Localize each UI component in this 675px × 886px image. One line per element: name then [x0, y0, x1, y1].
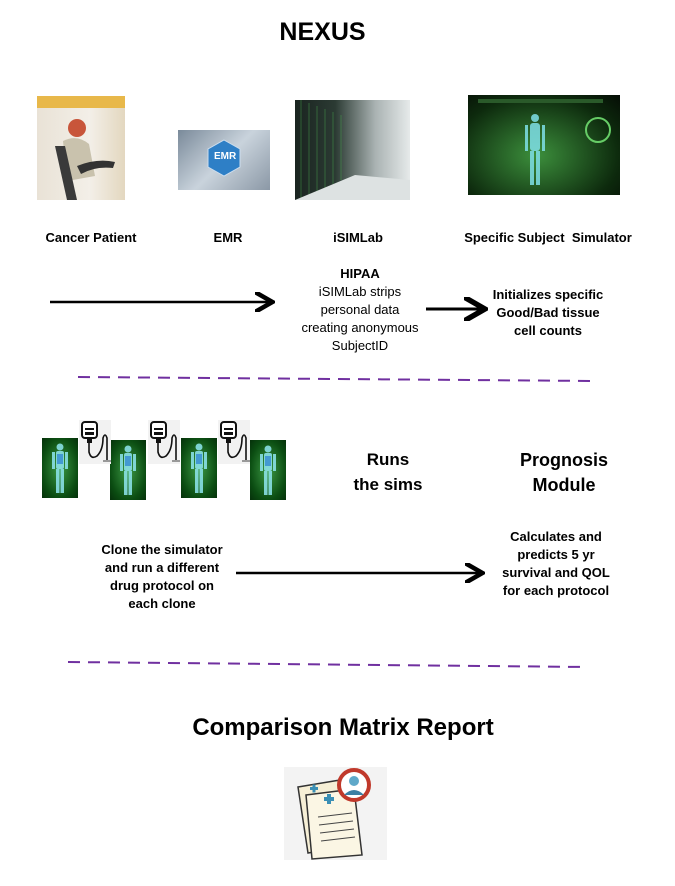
initializes-text: Initializes specific Good/Bad tissue cel…: [493, 286, 604, 340]
hipaa-text: HIPAA iSIMLab strips personal data creat…: [301, 265, 418, 355]
calculates-line: for each protocol: [502, 583, 610, 598]
isimlab-server-image: [295, 100, 410, 200]
prognosis-line: Prognosis: [519, 450, 609, 470]
hipaa-line: iSIMLab strips: [318, 284, 402, 299]
calculates-line: survival and QOL: [502, 565, 610, 580]
clone-body-image: [110, 440, 146, 500]
label-cancer-patient: Cancer Patient: [45, 230, 137, 245]
iv-bag-icon: [218, 420, 250, 471]
runs-sims-text: Runs the sims: [354, 447, 423, 497]
title: NEXUS: [0, 18, 645, 47]
initializes-line: Initializes specific: [492, 287, 604, 302]
clone-line: Clone the simulator: [101, 542, 223, 557]
calculates-line: predicts 5 yr: [517, 547, 595, 562]
label-emr: EMR: [213, 230, 243, 245]
label-isimlab: iSIMLab: [333, 230, 383, 245]
initializes-line: Good/Bad tissue: [496, 305, 600, 320]
emr-badge: EMR: [214, 151, 237, 162]
divider-2: [67, 661, 588, 668]
hipaa-line: creating anonymous: [301, 320, 419, 335]
calculates-line: Calculates and: [510, 529, 602, 544]
divider-1: [77, 376, 598, 382]
runs-line: Runs: [366, 450, 410, 469]
initializes-line: cell counts: [514, 323, 582, 338]
emr-image: EMR: [178, 130, 270, 190]
clone-line: drug protocol on: [110, 578, 214, 593]
prognosis-module-text: Prognosis Module: [520, 448, 608, 498]
hipaa-line: personal data: [320, 302, 400, 317]
clone-body-image: [42, 438, 78, 498]
calculates-text: Calculates and predicts 5 yr survival an…: [502, 528, 610, 600]
clone-body-image: [181, 438, 217, 498]
clone-text: Clone the simulator and run a different …: [101, 541, 222, 613]
prognosis-line: Module: [532, 475, 596, 495]
iv-bag-icon: [148, 420, 180, 471]
cancer-patient-image: [37, 96, 125, 200]
subject-simulator-image: [468, 95, 620, 195]
report-title: Comparison Matrix Report: [192, 714, 494, 741]
clone-body-image: [250, 440, 286, 500]
clone-line: and run a different: [104, 560, 220, 575]
iv-bag-icon: [79, 420, 111, 471]
runs-line: the sims: [353, 475, 423, 494]
title-text: NEXUS: [279, 18, 366, 46]
report-icon: [284, 767, 387, 860]
hipaa-heading: HIPAA: [340, 266, 380, 281]
clone-line: each clone: [128, 596, 196, 611]
hipaa-line: SubjectID: [331, 338, 389, 353]
label-subject-simulator: Specific Subject Simulator: [464, 230, 632, 245]
